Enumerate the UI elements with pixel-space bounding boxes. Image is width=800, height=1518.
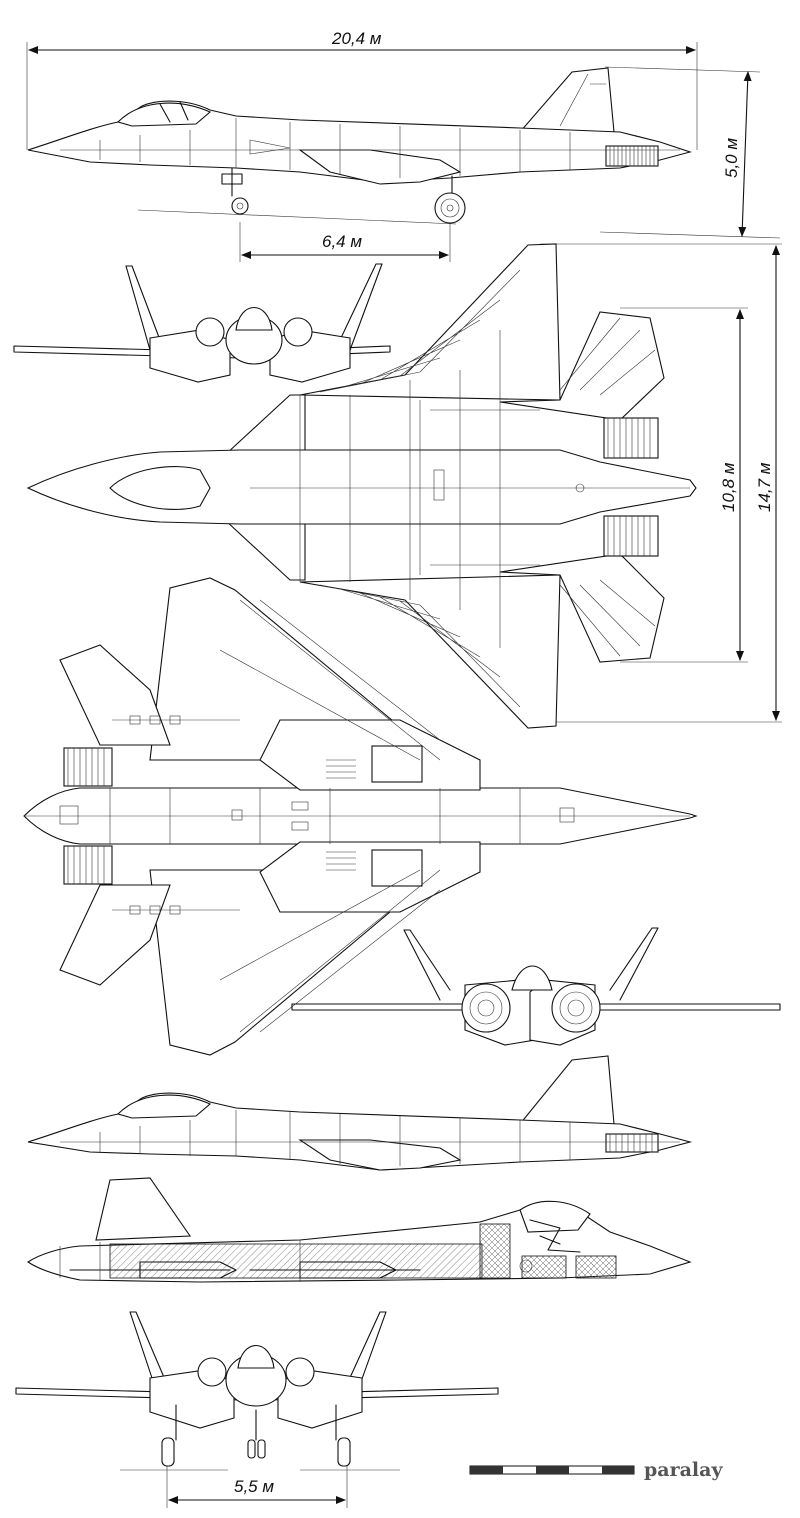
scale-bar [469,1465,635,1475]
side-view-gear-down [27,67,692,224]
rear-view [291,927,781,1046]
track-label: 5,5 м [234,1477,274,1496]
dimension-wingspan: 10,8 м [620,307,748,663]
front-view-top [13,263,391,383]
wingspan-label: 10,8 м [719,462,738,512]
dimension-track: 5,5 м [120,1450,400,1508]
length-label: 20,4 м [331,29,382,48]
plan-view-top [26,243,697,729]
dimension-wheelbase: 6,4 м [137,209,457,262]
side-view-clean [27,1055,693,1171]
watermark-text: paralay [644,1459,723,1481]
dimension-height: 5,0 м [599,66,781,239]
side-view-cutaway [27,1177,692,1283]
wheelbase-label: 6,4 м [322,232,362,251]
height-label: 5,0 м [722,138,741,178]
plan-view-underside [23,577,698,1056]
front-view-gear-down [15,1311,499,1467]
dimension-width: 14,7 м [540,243,782,723]
dimension-length: 20,4 м [26,29,698,150]
width-label: 14,7 м [755,462,774,512]
